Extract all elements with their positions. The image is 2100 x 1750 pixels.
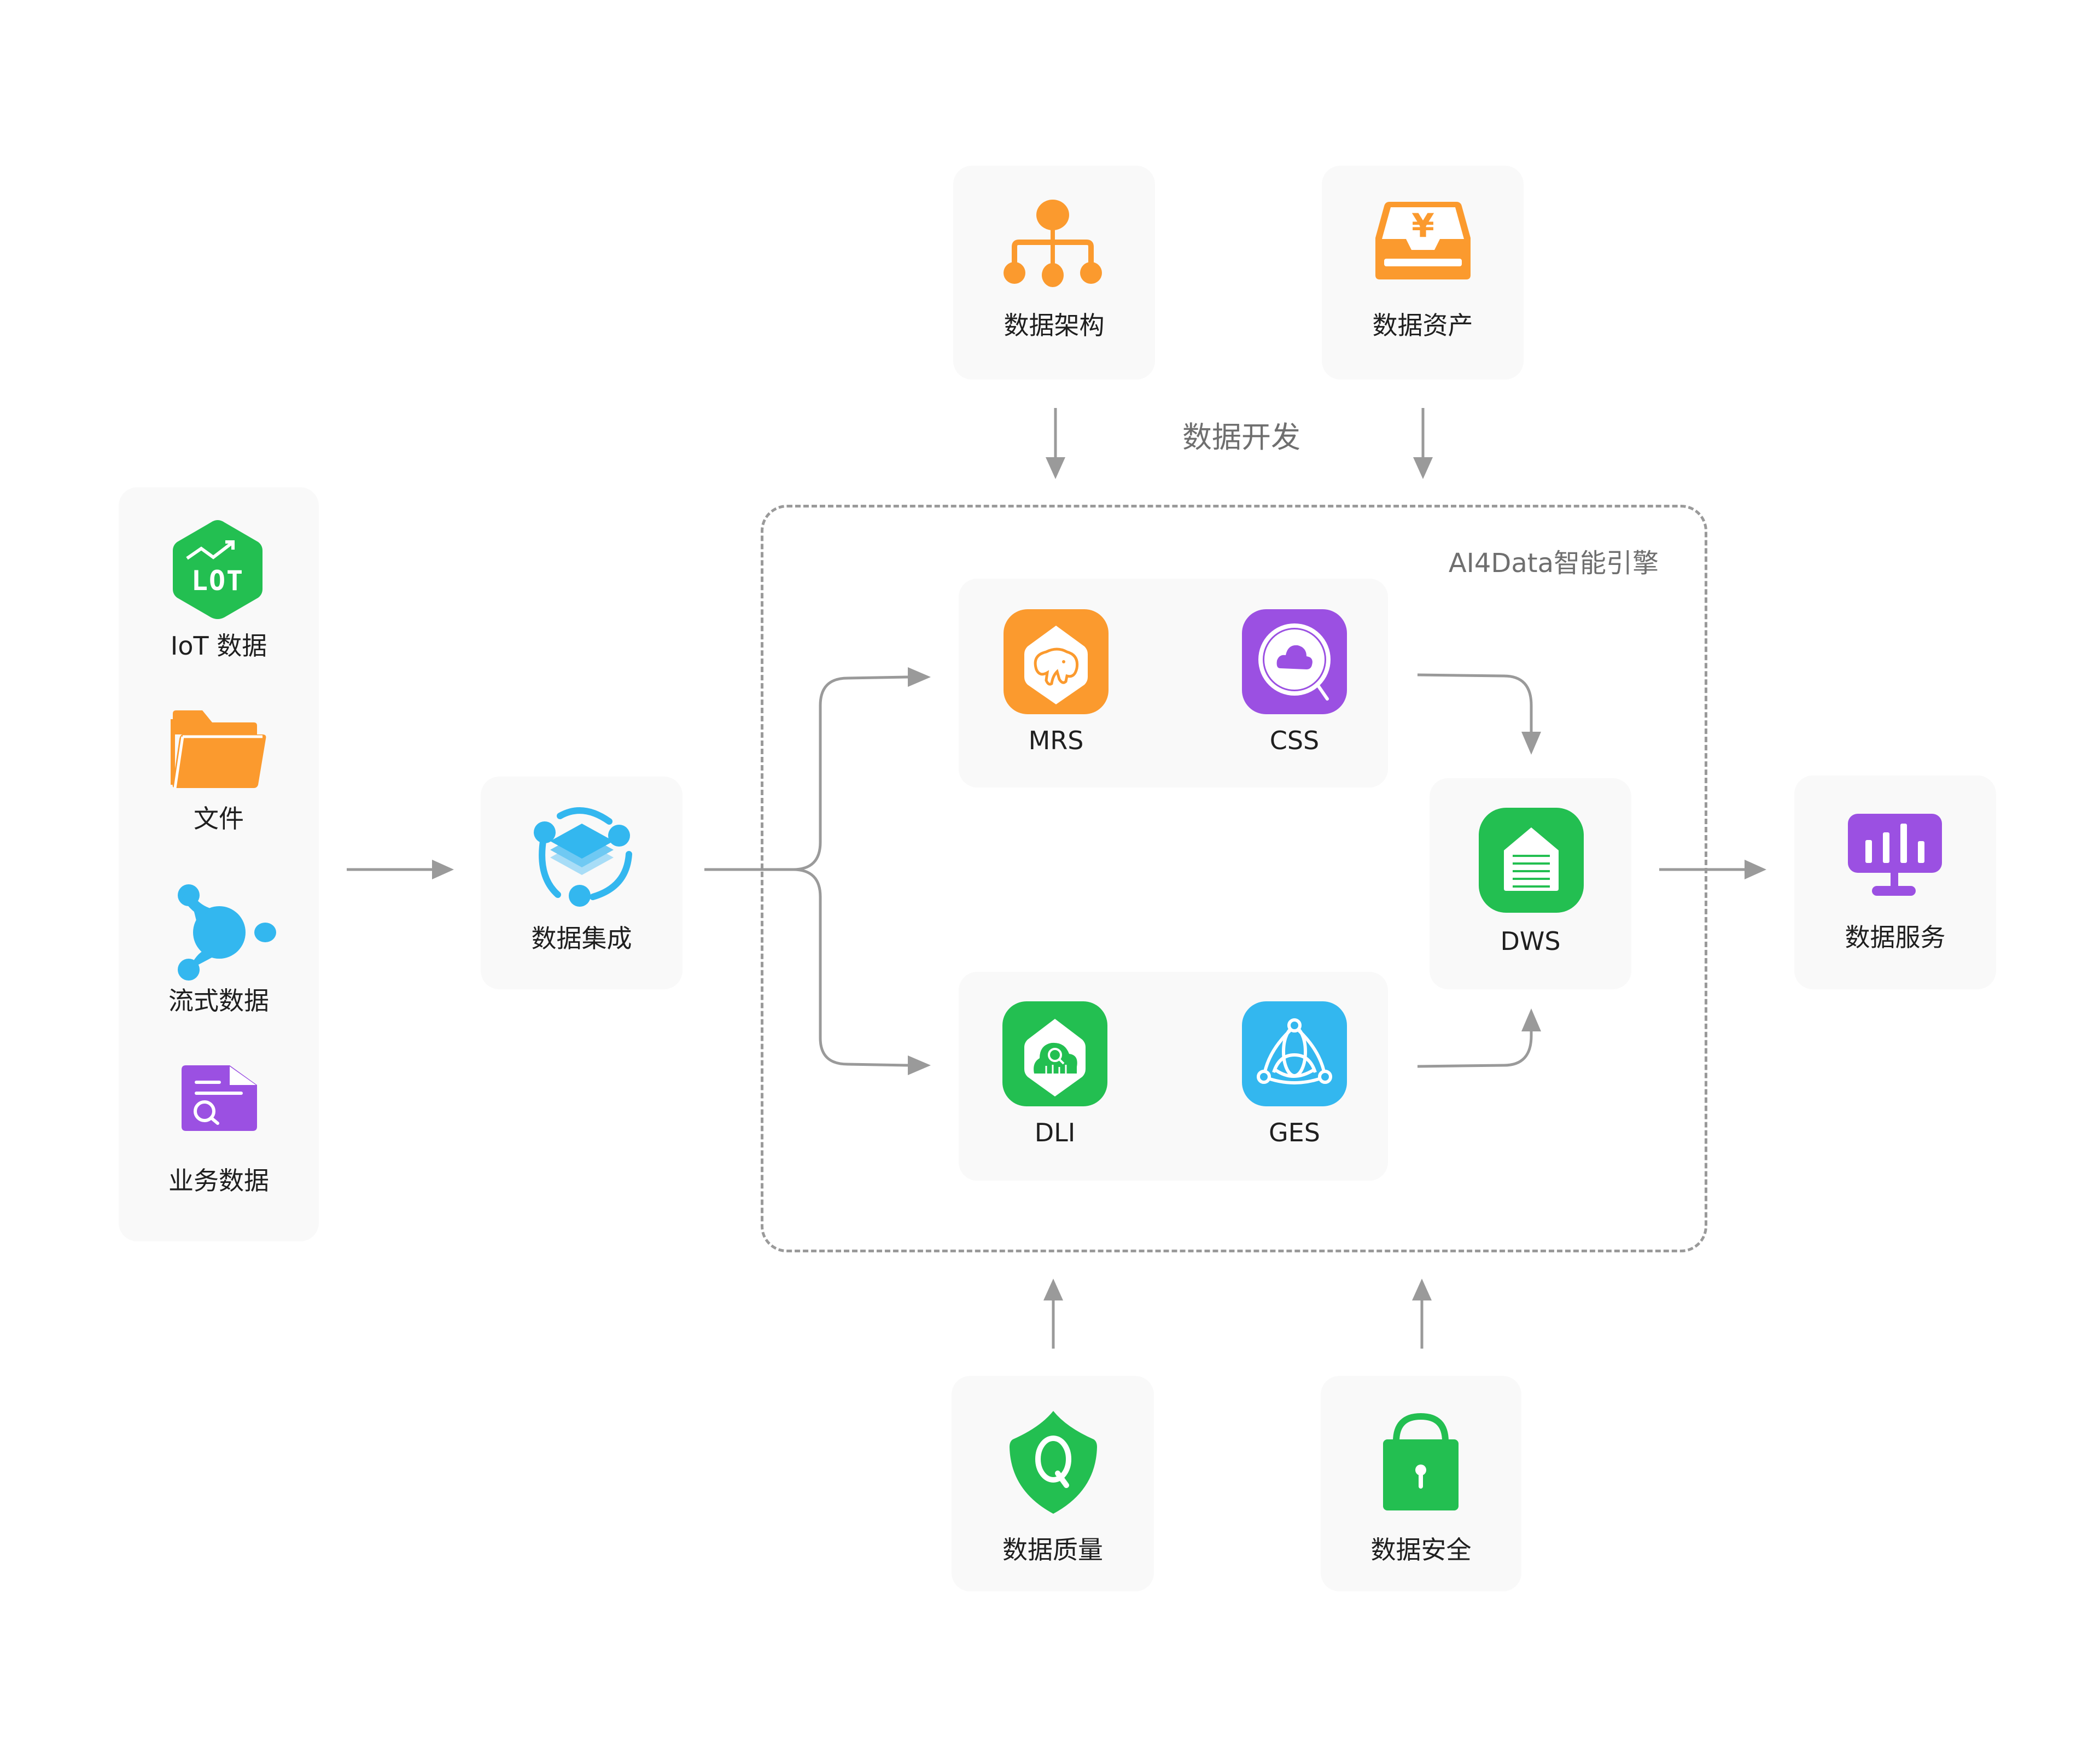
ges-service[interactable]: GES	[1240, 972, 1349, 1181]
data-integration-card[interactable]: 数据集成	[481, 777, 682, 989]
arrowhead	[1413, 457, 1433, 479]
source-label-file: 文件	[194, 804, 244, 833]
hierarchy-icon	[1004, 200, 1102, 287]
data-service-card[interactable]: 数据服务	[1794, 775, 1996, 989]
data-quality-card[interactable]: 数据质量	[952, 1376, 1154, 1591]
arrowhead	[908, 667, 931, 687]
arrow-ges-to-dws	[1417, 1030, 1533, 1068]
quality-label: 数据质量	[1002, 1535, 1103, 1565]
arrowhead	[1412, 1279, 1432, 1300]
arrowhead	[908, 1055, 931, 1075]
ges-label: GES	[1269, 1118, 1320, 1147]
css-search-cloud-icon	[1242, 609, 1347, 714]
ges-graph-icon	[1242, 1001, 1347, 1106]
dws-card[interactable]: DWS	[1430, 778, 1631, 989]
css-label: CSS	[1269, 726, 1320, 755]
arrowhead	[1521, 732, 1541, 755]
source-label-stream: 流式数据	[168, 986, 269, 1016]
dli-service[interactable]: DLI	[1000, 972, 1110, 1181]
dli-label: DLI	[1034, 1118, 1076, 1147]
iot-icon: LOT	[173, 520, 262, 619]
dws-label: DWS	[1500, 926, 1561, 956]
dli-cloud-icon	[1002, 1001, 1107, 1106]
quality-shield-icon	[1010, 1411, 1097, 1514]
svg-text:¥: ¥	[1411, 207, 1434, 245]
dws-warehouse-icon	[1479, 808, 1584, 913]
stream-icon	[178, 884, 276, 981]
data-sources-card: LOT IoT 数据 文件 流式数据 业务数据	[119, 487, 319, 1241]
arrowhead	[1521, 1008, 1541, 1031]
data-assets-card[interactable]: ¥ 数据资产	[1322, 166, 1524, 380]
asset-tray-icon: ¥	[1375, 202, 1471, 279]
business-doc-icon	[182, 1065, 257, 1131]
source-label-iot: IoT 数据	[170, 631, 267, 661]
folder-icon	[171, 710, 266, 789]
arrowhead	[1046, 457, 1065, 479]
service-label: 数据服务	[1845, 923, 1946, 952]
arrowhead	[1745, 860, 1766, 879]
arrowhead	[1043, 1279, 1063, 1300]
assets-label: 数据资产	[1372, 311, 1473, 340]
mrs-css-card: MRS CSS	[959, 579, 1388, 788]
architecture-label: 数据架构	[1004, 311, 1105, 340]
data-integration-icon	[534, 807, 632, 907]
data-development-label: 数据开发	[1182, 420, 1300, 454]
svg-text:LOT: LOT	[191, 565, 244, 597]
security-lock-icon	[1383, 1413, 1459, 1510]
mrs-label: MRS	[1028, 726, 1084, 755]
data-security-card[interactable]: 数据安全	[1321, 1376, 1521, 1591]
arrow-css-to-dws	[1417, 673, 1533, 733]
dli-ges-card: DLI GES	[959, 972, 1388, 1181]
source-label-business: 业务数据	[168, 1166, 269, 1195]
integration-label: 数据集成	[531, 924, 632, 953]
mrs-elephant-icon	[1004, 609, 1109, 714]
arrow-integration-to-dli	[792, 868, 908, 1067]
data-service-monitor-icon	[1848, 814, 1942, 896]
mrs-service[interactable]: MRS	[1001, 579, 1111, 788]
engine-title: AI4Data智能引擎	[1448, 548, 1659, 579]
data-architecture-card[interactable]: 数据架构	[953, 166, 1155, 380]
arrowhead	[432, 860, 454, 879]
ai4data-engine-box: AI4Data智能引擎	[761, 505, 1707, 1252]
css-service[interactable]: CSS	[1240, 579, 1349, 788]
arrow-integration-to-mrs	[704, 675, 908, 871]
security-label: 数据安全	[1370, 1535, 1472, 1565]
